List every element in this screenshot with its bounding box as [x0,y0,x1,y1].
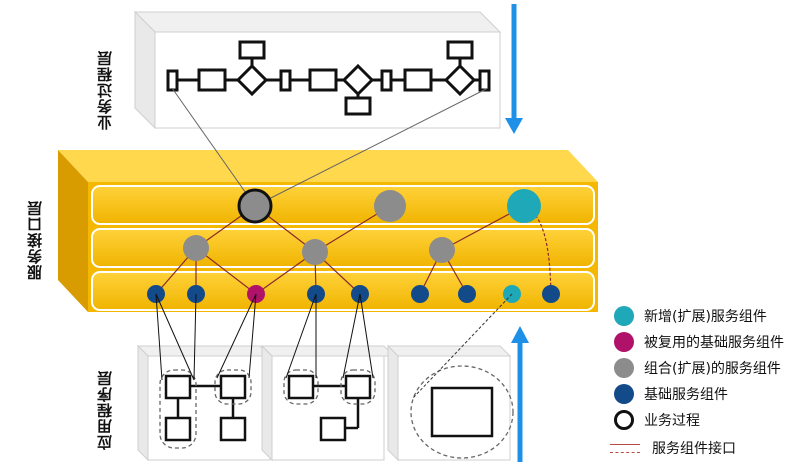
band-middle [91,228,595,268]
reused-basic-node [247,285,265,303]
magenta-circle-icon [614,332,634,352]
legend-label: 服务组件接口 [652,441,736,457]
basic-node [542,285,560,303]
legend-item-new: 新增(扩展)服务组件 [614,305,767,327]
app-dashed-groups [159,365,514,459]
legend-item-reused: 被复用的基础服务组件 [614,331,784,353]
app-components [164,374,494,442]
gray-circle-icon [614,358,634,378]
composite-node [183,235,209,261]
composite-node [429,237,455,263]
legend-label: 被复用的基础服务组件 [644,335,784,351]
basic-node [458,285,476,303]
process-node [237,188,273,224]
legend-item-composite: 组合(扩展)的服务组件 [614,357,781,379]
legend-item-basic: 基础服务组件 [614,383,728,405]
legend-label: 组合(扩展)的服务组件 [644,361,781,377]
new-app-link [412,293,513,399]
workflow-diagram [166,40,491,116]
app-links [155,293,374,381]
new-node-top [507,189,541,223]
band-top [91,185,595,225]
composite-node [302,239,328,265]
legend-label: 新增(扩展)服务组件 [644,309,767,325]
process-link-left [171,87,256,207]
up-arrow-head [511,326,529,343]
interface-line-icon [610,443,640,453]
navy-circle-icon [614,384,634,404]
legend-label: 基础服务组件 [644,387,728,403]
legend-item-process: 业务过程 [614,409,700,431]
basic-node [411,285,429,303]
composite-node-top [374,190,406,222]
legend-item-interface: 服务组件接口 [610,433,736,463]
ring-icon [614,410,634,430]
teal-circle-icon [614,306,634,326]
application-box-2 [260,344,396,462]
down-arrow-head [505,118,523,134]
legend-label: 业务过程 [644,413,700,429]
process-link-right [254,87,489,207]
business-process-box [133,10,502,130]
